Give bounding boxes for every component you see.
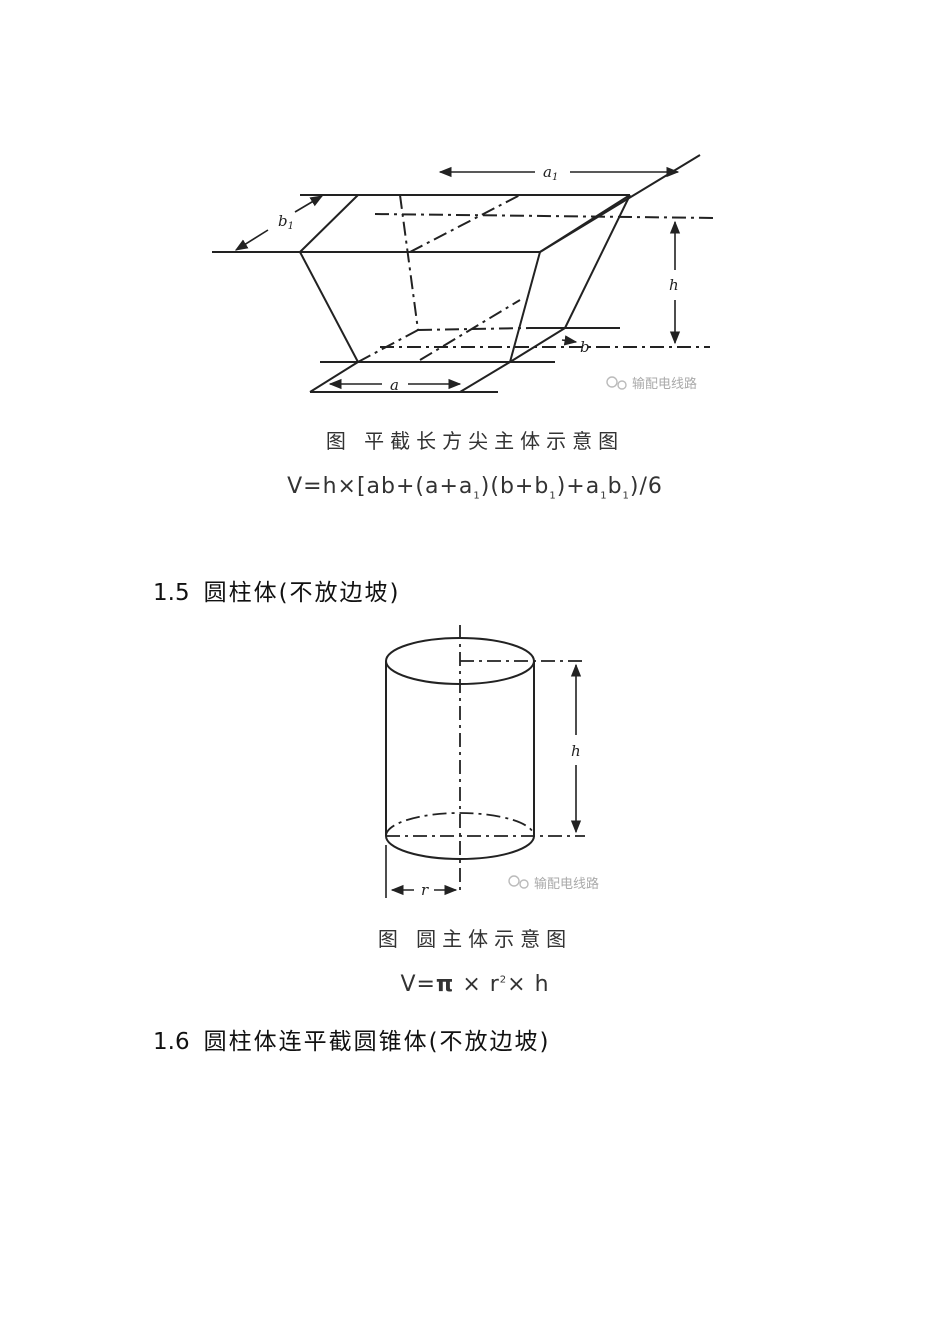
label-h: h bbox=[669, 276, 679, 294]
watermark-text: 输配电线路 bbox=[534, 876, 599, 892]
frustum-diagram: a1 b1 h b a 输配电线路 bbox=[212, 154, 716, 394]
figure1-caption: 图 平截长方尖主体示意图 bbox=[325, 429, 625, 453]
label-r: r bbox=[421, 881, 429, 899]
watermark-icon bbox=[508, 875, 529, 889]
formula-cylinder: V=π × r2× h bbox=[400, 972, 550, 997]
formula-frustum: V=h×[ab+(a+a1)(b+b1)+a1b1)/6 bbox=[287, 474, 663, 502]
figure2-caption: 图 圆主体示意图 bbox=[377, 927, 573, 951]
label-b: b bbox=[580, 338, 590, 356]
cylinder-diagram: h r 输配电线路 bbox=[385, 625, 599, 899]
watermark-text: 输配电线路 bbox=[632, 376, 697, 392]
label-h-cylinder: h bbox=[571, 742, 581, 760]
watermark-icon bbox=[606, 376, 627, 390]
label-a: a bbox=[390, 376, 399, 394]
label-b1: b1 bbox=[278, 212, 294, 232]
label-a1: a1 bbox=[543, 163, 558, 183]
